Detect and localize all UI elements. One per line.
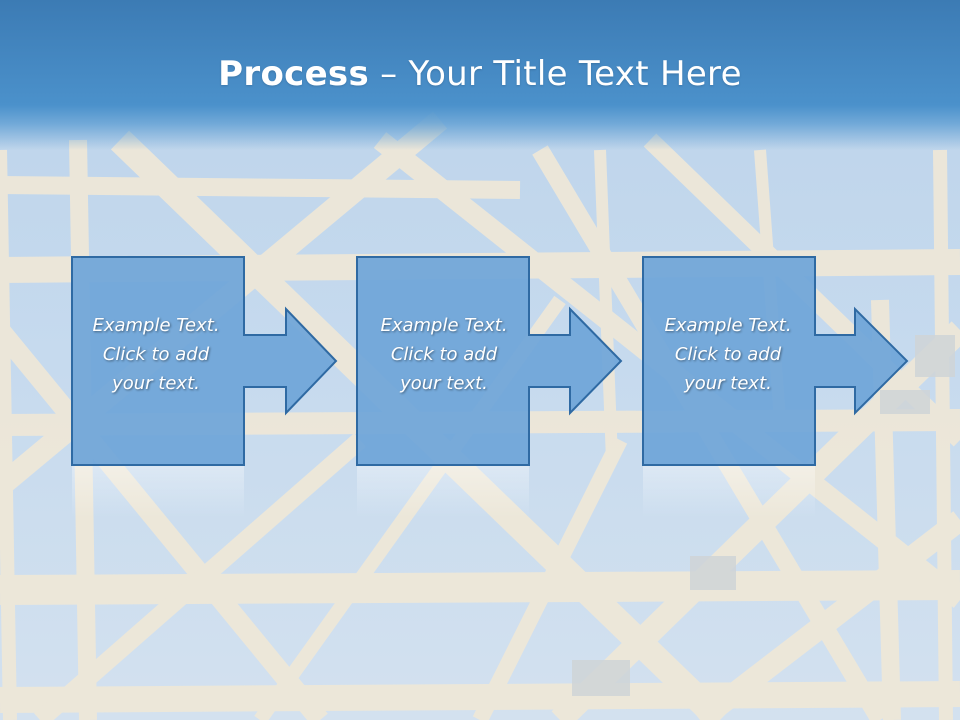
step-2-line-2: Click to add [390, 344, 498, 365]
step-1-text[interactable]: Example Text. Click to add your text. [71, 311, 241, 398]
step-2-text[interactable]: Example Text. Click to add your text. [359, 311, 529, 398]
step-1-line-3: your text. [112, 373, 200, 394]
step-3-line-3: your text. [684, 373, 772, 394]
slide-title[interactable]: Process – Your Title Text Here [0, 52, 960, 96]
step-2-line-1: Example Text. [380, 315, 508, 336]
title-rest: – Your Title Text Here [369, 54, 742, 94]
title-bold: Process [218, 54, 370, 94]
step-2-shape[interactable] [356, 256, 623, 466]
step-1-line-2: Click to add [102, 344, 210, 365]
step-1-line-1: Example Text. [92, 315, 220, 336]
step-3-shape[interactable] [642, 256, 909, 466]
step-3-line-1: Example Text. [664, 315, 792, 336]
step-1-shape[interactable] [71, 256, 338, 466]
title-band [0, 0, 960, 150]
step-3-line-2: Click to add [674, 344, 782, 365]
step-2-line-3: your text. [400, 373, 488, 394]
step-3-text[interactable]: Example Text. Click to add your text. [643, 311, 813, 398]
shape-reflections [72, 466, 815, 518]
